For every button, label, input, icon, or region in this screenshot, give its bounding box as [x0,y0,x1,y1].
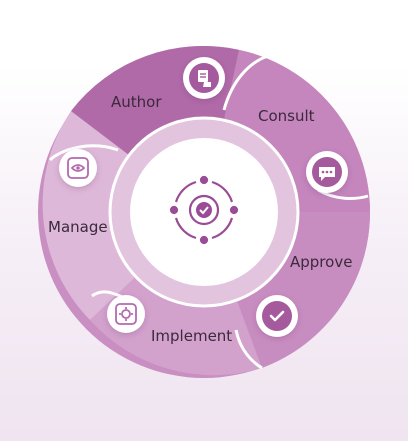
gear-cycle-icon [115,303,137,325]
label-approve: Approve [290,253,352,271]
label-manage: Manage [48,218,108,236]
eye-cycle-icon [67,157,89,179]
document-hand-icon [189,63,219,93]
label-author: Author [111,93,162,111]
label-consult: Consult [258,107,315,125]
process-cycle-icon [169,175,239,245]
implement-icon-badge [107,295,145,333]
checkmark-icon [262,301,292,331]
label-implement: Implement [151,327,232,345]
chat-bubble-icon [312,157,342,187]
